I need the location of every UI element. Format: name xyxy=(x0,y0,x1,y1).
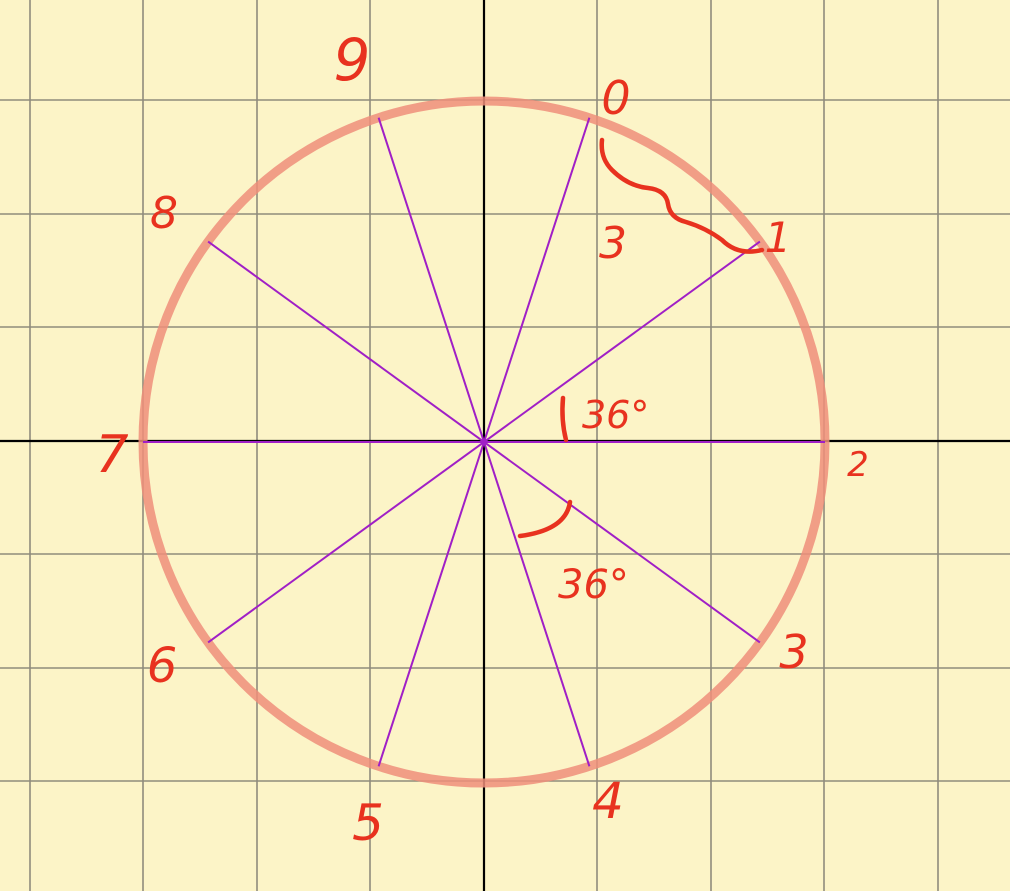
point-label-6: 6 xyxy=(147,638,178,694)
point-label-8: 8 xyxy=(150,188,178,239)
spokes xyxy=(143,117,825,767)
angle-arc-upper xyxy=(560,395,569,443)
point-labels: 0 1 2 3 4 5 6 7 8 9 xyxy=(95,26,868,852)
point-label-7: 7 xyxy=(95,425,128,485)
point-label-9: 9 xyxy=(334,26,371,94)
step-brace xyxy=(599,137,765,254)
point-label-4: 4 xyxy=(592,772,624,830)
point-label-5: 5 xyxy=(352,794,384,852)
step-label: 3 xyxy=(599,218,627,269)
point-label-0: 0 xyxy=(601,71,630,125)
point-label-1: 1 xyxy=(765,213,792,262)
diameter-4-9 xyxy=(377,117,591,767)
angle-label-upper: 36° xyxy=(582,393,649,437)
point-label-3: 3 xyxy=(779,625,808,679)
angle-arc-lower xyxy=(517,499,573,539)
point-label-2: 2 xyxy=(847,445,869,485)
angle-label-lower: 36° xyxy=(558,562,629,608)
